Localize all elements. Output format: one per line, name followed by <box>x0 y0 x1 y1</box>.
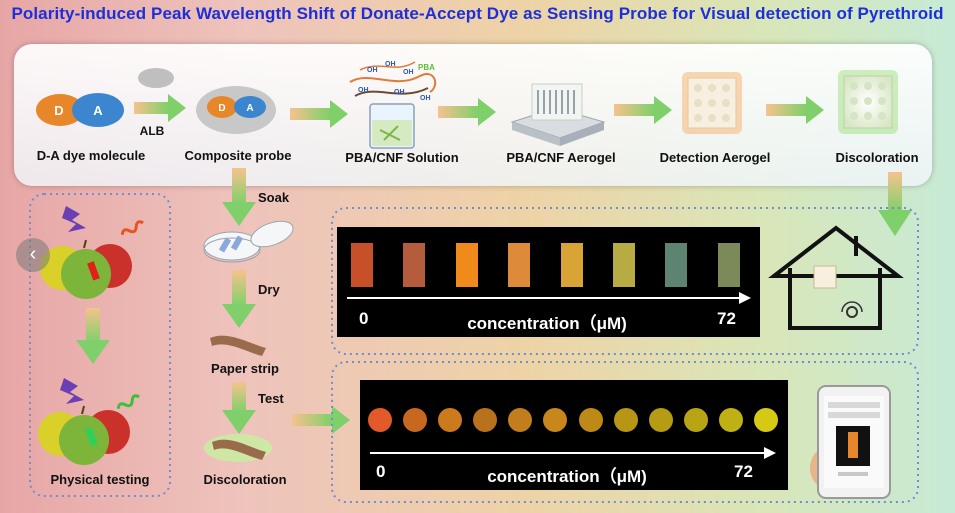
solution-oh-6: OH <box>420 95 431 102</box>
petri-dish-icon <box>203 220 294 263</box>
light-bolt-icon-top <box>62 206 86 232</box>
color-swatch <box>456 243 478 287</box>
color-dot <box>719 408 743 432</box>
label-detection-aerogel: Detection Aerogel <box>659 150 771 165</box>
color-swatch <box>665 243 687 287</box>
pba-cnf-aerogel-icon <box>510 83 606 146</box>
solution-pba-label: PBA <box>418 63 435 72</box>
strip-axis-line <box>347 297 743 299</box>
color-swatch <box>613 243 635 287</box>
molecule-d-label: D <box>54 103 63 118</box>
phone-icon <box>810 385 891 499</box>
solution-oh-1: OH <box>367 67 378 74</box>
color-dot <box>614 408 638 432</box>
solution-oh-4: OH <box>358 87 369 94</box>
dot-row <box>368 408 780 434</box>
arrow-solution-to-aerogel <box>438 98 496 126</box>
label-da-dye-molecule: D-A dye molecule <box>36 148 146 163</box>
color-swatch <box>561 243 583 287</box>
alb-label: ALB <box>140 124 165 138</box>
discolored-strip-icon <box>204 434 272 462</box>
arrow-aerogel-to-detection <box>614 96 672 124</box>
color-dot <box>684 408 708 432</box>
arrow-detection-to-discoloration <box>766 96 824 124</box>
solution-oh-5: OH <box>394 89 405 96</box>
label-paper-strip: Paper strip <box>211 361 279 376</box>
color-swatch <box>351 243 373 287</box>
label-dry: Dry <box>258 282 280 297</box>
label-discoloration-strip: Discoloration <box>203 472 287 487</box>
label-physical-testing: Physical testing <box>50 472 150 487</box>
color-dot <box>403 408 427 432</box>
arrow-physical-down <box>76 308 110 364</box>
arrow-soak-down <box>222 168 256 226</box>
color-dot <box>649 408 673 432</box>
previous-slide-button[interactable]: ‹ <box>16 238 50 272</box>
detection-aerogel-icon <box>682 72 742 134</box>
molecule-a-label: A <box>93 103 103 118</box>
strip-axis-start: 0 <box>359 309 369 328</box>
light-bolt-icon-bottom <box>60 378 84 404</box>
strip-axis-arrowhead <box>739 292 751 304</box>
strip-color-chart: 0 concentration（μM) 72 <box>337 227 760 337</box>
dot-axis-label: concentration（μM) <box>487 467 647 486</box>
label-test: Test <box>258 391 284 406</box>
probe-d-label: D <box>218 103 225 114</box>
dot-color-chart: 0 concentration（μM) 72 <box>360 380 788 490</box>
arrow-probe-to-solution <box>290 100 348 128</box>
composite-probe-icon <box>196 86 276 134</box>
arrow-test-down <box>222 382 256 434</box>
color-dot <box>543 408 567 432</box>
color-dot <box>754 408 778 432</box>
dot-axis-arrowhead <box>764 447 776 459</box>
arrow-test-right <box>292 406 350 434</box>
alb-icon <box>138 68 174 88</box>
dot-axis-end: 72 <box>734 462 753 481</box>
solution-oh-2: OH <box>385 61 396 68</box>
strip-axis-label: concentration（μM) <box>467 314 627 333</box>
color-dot <box>473 408 497 432</box>
dot-axis-line <box>370 452 768 454</box>
strip-axis-end: 72 <box>717 309 736 328</box>
discoloration-cube-icon <box>838 70 898 134</box>
swatch-row <box>351 243 751 289</box>
solution-oh-3: OH <box>403 69 414 76</box>
label-pba-cnf-aerogel: PBA/CNF Aerogel <box>506 150 616 165</box>
chevron-left-icon: ‹ <box>29 243 37 265</box>
dot-axis-start: 0 <box>376 462 386 481</box>
label-discoloration-top: Discoloration <box>835 150 919 165</box>
physical-testing-panel <box>29 193 171 497</box>
color-dot <box>508 408 532 432</box>
color-swatch <box>718 243 740 287</box>
apples-top-icon <box>40 239 132 299</box>
da-dye-molecule-icon <box>36 93 124 127</box>
color-dot <box>368 408 392 432</box>
color-dot <box>438 408 462 432</box>
label-composite-probe: Composite probe <box>184 148 292 163</box>
label-pba-cnf-solution: PBA/CNF Solution <box>345 150 459 165</box>
color-dot <box>579 408 603 432</box>
arrow-dye-to-probe <box>134 94 186 122</box>
arrow-dry-down <box>222 270 256 328</box>
arrow-discoloration-down <box>878 172 912 236</box>
color-swatch <box>403 243 425 287</box>
wave-icon-bottom <box>116 394 140 409</box>
pba-cnf-solution-icon <box>349 61 437 149</box>
color-swatch <box>508 243 530 287</box>
label-soak: Soak <box>258 190 290 205</box>
paper-strip-icon <box>210 335 266 356</box>
wave-icon-top <box>120 220 144 235</box>
apples-bottom-icon <box>38 405 130 465</box>
diagram-title: Polarity-induced Peak Wavelength Shift o… <box>11 4 944 23</box>
house-icon <box>768 225 904 330</box>
probe-a-label: A <box>246 103 253 114</box>
